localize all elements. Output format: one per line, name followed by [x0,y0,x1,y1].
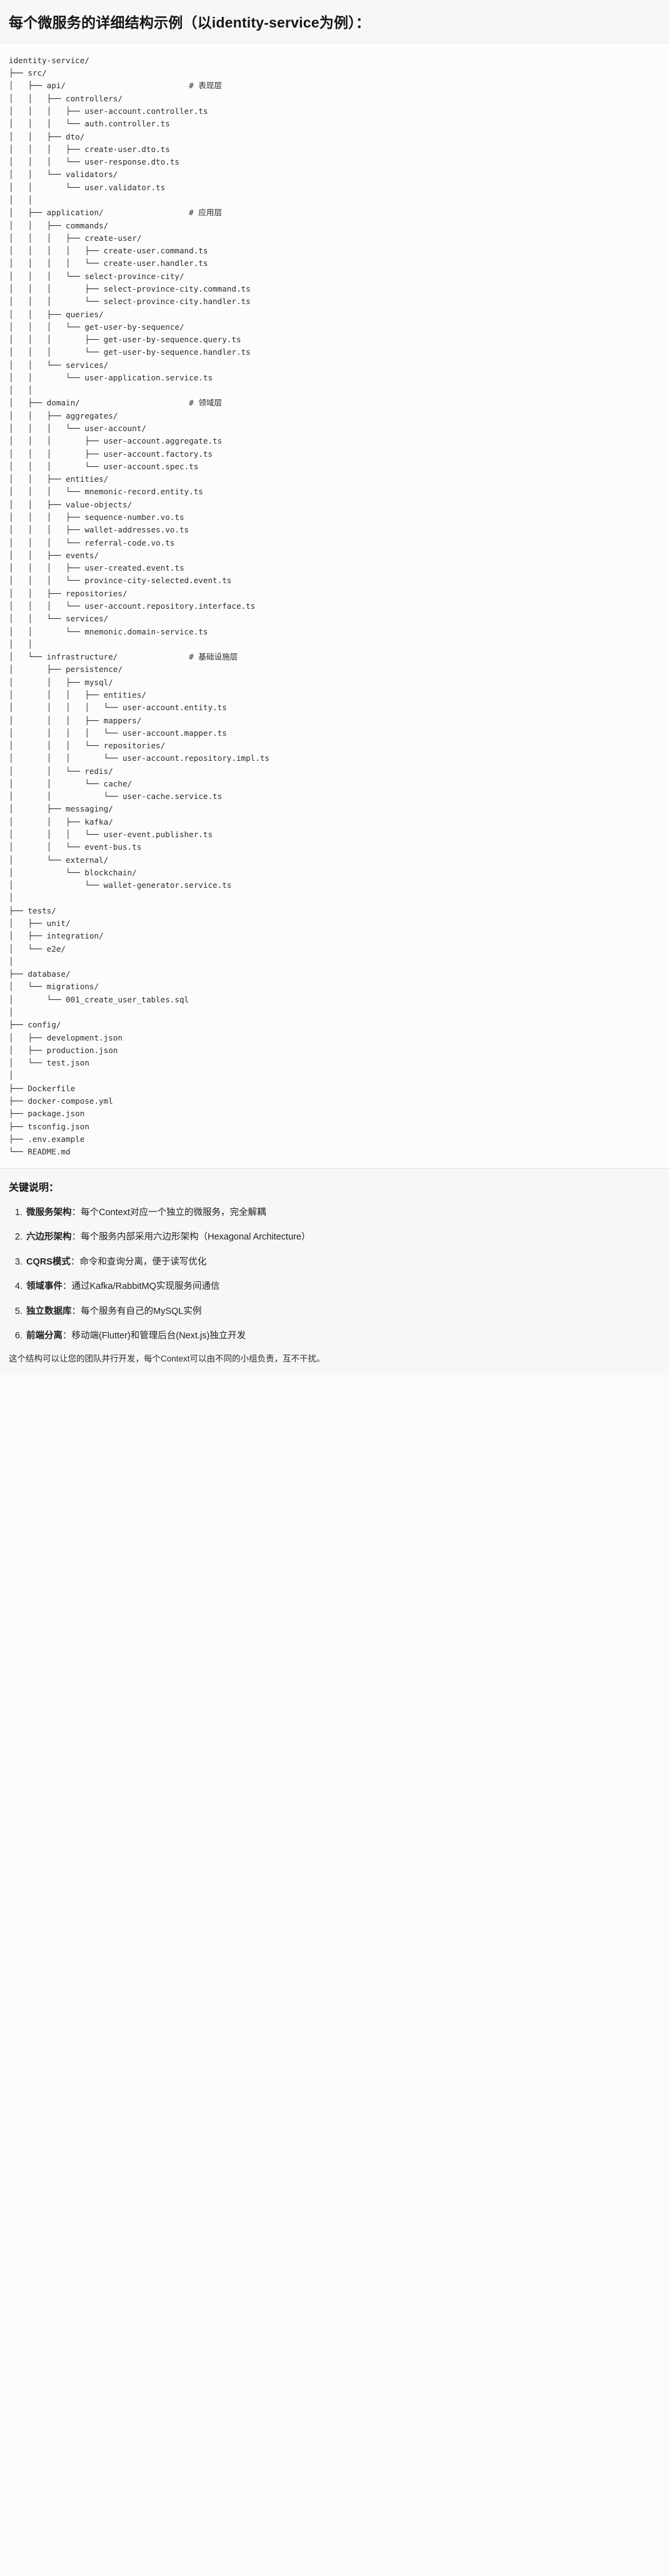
directory-tree-block: identity-service/ ├── src/ │ ├── api/ # … [0,43,669,1169]
key-note-term: 微服务架构 [26,1207,72,1218]
key-note-separator: ： [70,1256,80,1267]
key-notes-title: 关键说明： [9,1183,59,1194]
key-note-term: 六边形架构 [26,1232,72,1243]
key-note-separator: ： [63,1331,72,1341]
key-notes-section: 关键说明： 微服务架构：每个Context对应一个独立的微服务，完全解耦六边形架… [0,1169,669,1375]
key-note-item: CQRS模式：命令和查询分离，便于读写优化 [25,1255,660,1269]
key-note-term: 领域事件 [26,1281,63,1292]
key-note-separator: ： [71,1306,81,1316]
key-note-description: 每个Context对应一个独立的微服务，完全解耦 [81,1207,266,1218]
key-note-item: 六边形架构：每个服务内部采用六边形架构（Hexagonal Architectu… [25,1230,660,1244]
key-note-separator: ： [63,1281,72,1292]
key-note-separator: ： [71,1232,81,1243]
key-note-description: 每个服务内部采用六边形架构（Hexagonal Architecture） [81,1232,311,1243]
key-note-term: 前端分离 [26,1331,63,1341]
key-note-description: 通过Kafka/RabbitMQ实现服务间通信 [71,1281,220,1292]
key-note-item: 独立数据库：每个服务有自己的MySQL实例 [25,1305,660,1318]
key-note-description: 移动端(Flutter)和管理后台(Next.js)独立开发 [71,1331,246,1341]
page-title: 每个微服务的详细结构示例（以identity-service为例）： [9,14,371,31]
key-note-item: 前端分离：移动端(Flutter)和管理后台(Next.js)独立开发 [25,1329,660,1343]
key-notes-list: 微服务架构：每个Context对应一个独立的微服务，完全解耦六边形架构：每个服务… [9,1206,660,1343]
key-note-description: 每个服务有自己的MySQL实例 [81,1306,202,1316]
key-note-item: 微服务架构：每个Context对应一个独立的微服务，完全解耦 [25,1206,660,1219]
closing-paragraph: 这个结构可以让您的团队并行开发，每个Context可以由不同的小组负责，互不干扰… [9,1353,325,1363]
key-note-item: 领域事件：通过Kafka/RabbitMQ实现服务间通信 [25,1280,660,1293]
key-note-term: CQRS模式 [26,1256,71,1267]
key-note-description: 命令和查询分离，便于读写优化 [79,1256,207,1267]
key-note-term: 独立数据库 [26,1306,72,1316]
directory-tree: identity-service/ ├── src/ │ ├── api/ # … [9,55,270,1157]
heading-section: 每个微服务的详细结构示例（以identity-service为例）： [0,0,669,43]
key-note-separator: ： [71,1207,81,1218]
